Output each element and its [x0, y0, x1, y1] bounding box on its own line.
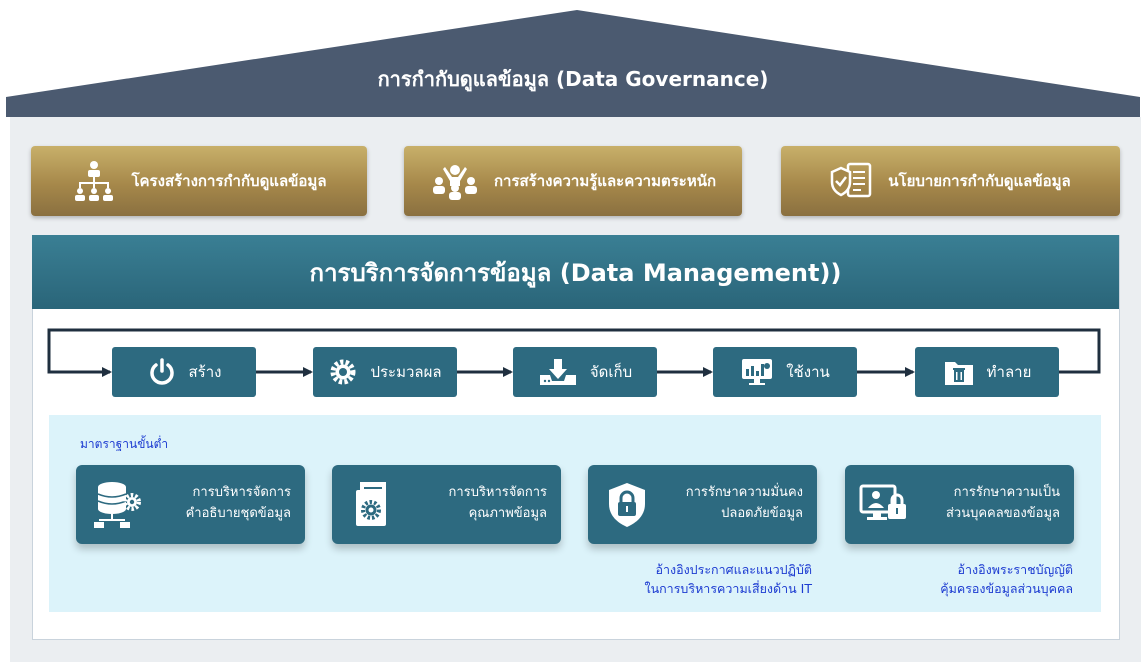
lifecycle-step-create[interactable]: สร้าง	[112, 347, 256, 397]
card-line-1: การบริหารจัดการ	[192, 485, 291, 500]
step-label: สร้าง	[188, 363, 222, 381]
standard-card-security[interactable]: การรักษาความมั่นคง ปลอดภัยข้อมูล	[588, 465, 817, 544]
user-lock-icon	[859, 484, 906, 520]
reference-line-2: คุ้มครองข้อมูลส่วนบุคคล	[940, 581, 1073, 596]
gear-icon	[330, 359, 356, 385]
pillar-policy[interactable]: นโยบายการกำกับดูแลข้อมูล	[781, 146, 1120, 216]
standard-card-privacy[interactable]: การรักษาความเป็น ส่วนบุคคลของข้อมูล	[845, 465, 1074, 544]
pillar-awareness[interactable]: การสร้างความรู้และความตระหนัก	[404, 146, 742, 216]
download-storage-icon	[539, 359, 576, 385]
card-line-2: คุณภาพข้อมูล	[468, 506, 547, 521]
governance-title: การกำกับดูแลข้อมูล (Data Governance)	[377, 67, 769, 91]
standard-card-quality[interactable]: การบริหารจัดการ คุณภาพข้อมูล	[332, 465, 561, 544]
power-icon	[149, 358, 174, 385]
database-gear-icon	[94, 482, 141, 528]
lifecycle-step-process[interactable]: ประมวลผล	[313, 347, 457, 397]
pillar-label: โครงสร้างการกำกับดูแลข้อมูล	[131, 172, 327, 190]
pillar-label: นโยบายการกำกับดูแลข้อมูล	[888, 172, 1071, 190]
policy-document-icon	[831, 162, 872, 198]
lifecycle-step-destroy[interactable]: ทำลาย	[915, 347, 1059, 397]
step-label: จัดเก็บ	[589, 363, 633, 381]
card-line-2: ปลอดภัยข้อมูล	[721, 506, 803, 521]
step-label: ใช้งาน	[786, 363, 830, 381]
documents-gear-icon	[356, 482, 386, 526]
pillar-label: การสร้างความรู้และความตระหนัก	[493, 172, 717, 190]
reference-line-2: ในการบริหารความเสี่ยงด้าน IT	[644, 581, 812, 596]
card-line-2: คำอธิบายชุดข้อมูล	[185, 506, 291, 521]
card-line-1: การบริหารจัดการ	[448, 485, 547, 500]
card-line-1: การรักษาความเป็น	[953, 485, 1060, 500]
step-label: ทำลาย	[986, 363, 1032, 381]
lifecycle-flow-lines	[47, 328, 1101, 377]
step-label: ประมวลผล	[370, 363, 442, 381]
org-chart-icon	[75, 161, 114, 201]
monitor-chart-icon	[742, 359, 773, 385]
minimum-standards-title: มาตราฐานขั้นต่ำ	[80, 437, 169, 451]
roof-shape	[6, 10, 1140, 117]
lifecycle-step-use[interactable]: ใช้งาน	[713, 347, 857, 397]
reference-pdpa: อ้างอิงพระราชบัญญัติ คุ้มครองข้อมูลส่วนบ…	[940, 560, 1073, 598]
lifecycle-step-store[interactable]: จัดเก็บ	[513, 347, 657, 397]
trash-folder-icon	[944, 362, 973, 385]
reference-line-1: อ้างอิงประกาศและแนวปฏิบัติ	[655, 562, 812, 577]
pillar-governance-structure[interactable]: โครงสร้างการกำกับดูแลข้อมูล	[31, 146, 367, 216]
shield-lock-icon	[609, 483, 645, 527]
data-management-title: การบริการจัดการข้อมูล (Data Management))	[32, 235, 1119, 309]
reference-it-risk: อ้างอิงประกาศและแนวปฏิบัติ ในการบริหารคว…	[644, 560, 812, 598]
card-line-1: การรักษาความมั่นคง	[685, 485, 803, 500]
team-cheer-icon	[432, 165, 477, 200]
card-line-2: ส่วนบุคคลของข้อมูล	[945, 506, 1060, 521]
reference-line-1: อ้างอิงพระราชบัญญัติ	[957, 562, 1073, 577]
standard-card-metadata[interactable]: การบริหารจัดการ คำอธิบายชุดข้อมูล	[76, 465, 305, 544]
